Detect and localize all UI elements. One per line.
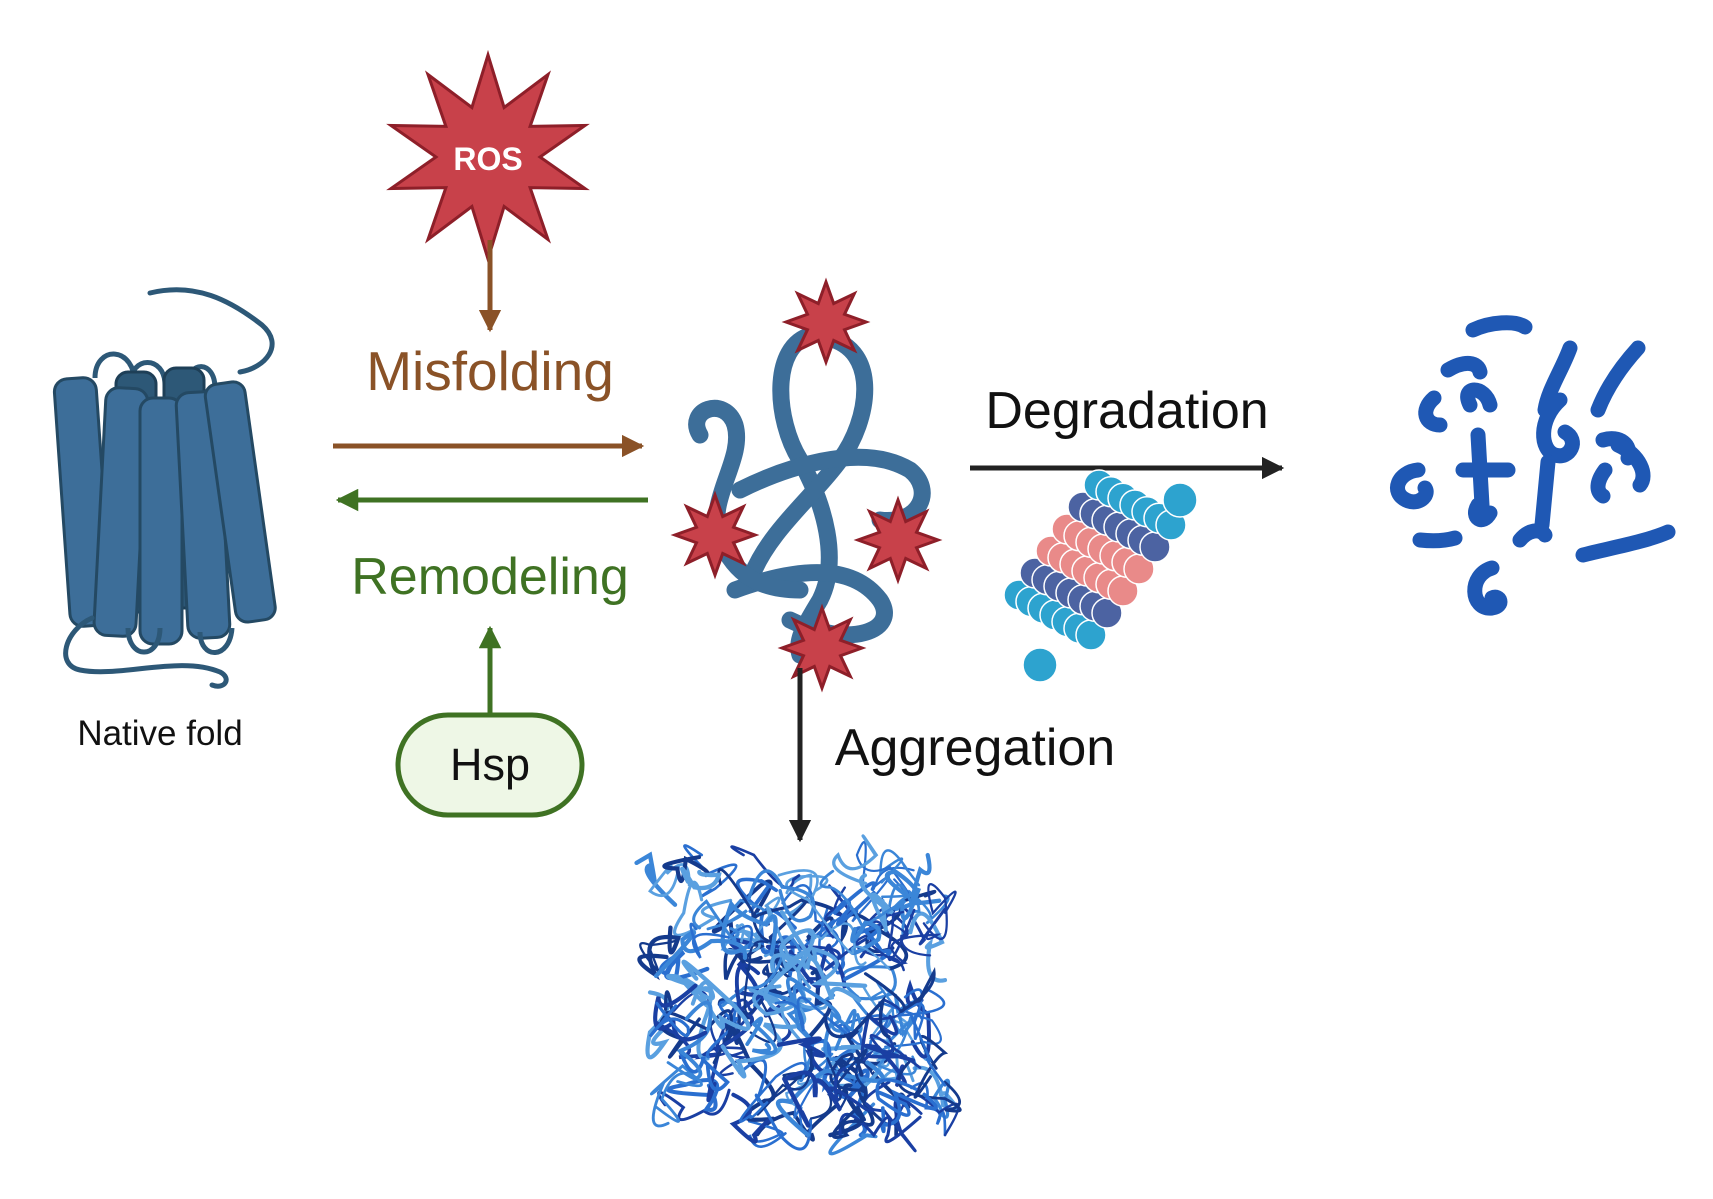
aggregate-fiber xyxy=(826,1048,868,1101)
aggregate-fiber xyxy=(770,953,862,1003)
native-fold-label: Native fold xyxy=(77,714,242,753)
aggregate-fiber xyxy=(776,1036,837,1076)
aggregate-fiber xyxy=(683,844,738,898)
aggregate-fiber xyxy=(678,1049,730,1092)
aggregate-fiber xyxy=(865,889,937,954)
aggregate-fiber xyxy=(736,877,778,913)
aggregate-fiber xyxy=(805,897,891,970)
aggregate-fiber xyxy=(729,1092,774,1144)
oxidative-damage-stars xyxy=(670,277,943,693)
aggregate-fiber xyxy=(665,973,716,1006)
aggregate-fiber xyxy=(897,1060,962,1113)
aggregate-fiber xyxy=(634,851,678,907)
hsp-label: Hsp xyxy=(450,739,530,790)
proteasome-bead xyxy=(1022,647,1058,683)
aggregation-label: Aggregation xyxy=(835,719,1115,777)
aggregate-fiber xyxy=(785,976,856,1062)
aggregate-fiber xyxy=(747,869,816,923)
hsp-box xyxy=(395,712,585,818)
aggregate-fiber xyxy=(653,930,748,979)
aggregate-fiber xyxy=(756,1048,813,1116)
degradation-label: Degradation xyxy=(985,382,1268,440)
aggregate-fiber xyxy=(745,1016,778,1055)
aggregate-fiber xyxy=(850,920,882,956)
aggregate-fiber xyxy=(655,1071,703,1123)
tangled-fiber-aggregate-icon xyxy=(634,834,962,1156)
aggregate-fiber xyxy=(739,1061,807,1123)
aggregate-fiber xyxy=(676,1000,713,1081)
remodeling-label: Remodeling xyxy=(351,548,629,606)
aggregate-fiber xyxy=(922,883,957,941)
aggregate-fiber xyxy=(681,959,751,1031)
aggregate-fiber xyxy=(779,910,867,988)
peptide-fragments-icon xyxy=(1390,315,1676,616)
proteasome-bead xyxy=(1162,482,1198,518)
aggregate-fiber xyxy=(781,884,840,953)
aggregate-fiber xyxy=(886,883,921,937)
aggregate-fiber xyxy=(763,928,816,1004)
aggregate-fiber xyxy=(689,922,754,959)
aggregate-fiber xyxy=(903,988,947,1087)
tangled-chain-icon xyxy=(670,277,943,693)
aggregate-fiber xyxy=(720,899,778,957)
aggregate-fiber xyxy=(743,940,777,1044)
aggregate-fiber xyxy=(863,966,936,1014)
aggregate-fiber xyxy=(879,849,921,887)
aggregate-fiber xyxy=(832,834,879,886)
aggregate-fiber xyxy=(895,988,946,1041)
aggregate-fiber xyxy=(838,1113,922,1144)
aggregate-fiber xyxy=(870,907,947,965)
aggregate-fiber xyxy=(680,866,722,891)
damage-star-1 xyxy=(781,277,871,367)
ros-label: ROS xyxy=(453,141,522,177)
aggregate-fiber xyxy=(819,869,906,929)
damage-star-3 xyxy=(853,495,943,585)
aggregate-fiber xyxy=(648,1001,690,1038)
aggregate-fiber xyxy=(908,911,948,983)
aggregate-fiber xyxy=(662,855,710,883)
aggregate-fiber xyxy=(858,873,895,933)
aggregate-fiber xyxy=(720,896,781,953)
aggregate-fiber xyxy=(875,1078,918,1117)
aggregate-fiber xyxy=(827,1066,875,1113)
aggregate-fiber xyxy=(637,925,682,981)
aggregate-fiber xyxy=(748,984,785,1017)
proteasome-icon xyxy=(1003,469,1198,683)
damage-star-4 xyxy=(777,603,867,693)
misfolding-label: Misfolding xyxy=(366,340,614,402)
transmembrane-helix-bundle-icon xyxy=(52,287,277,689)
aggregate-fiber xyxy=(831,1104,866,1139)
aggregate-fiber xyxy=(692,899,740,943)
aggregate-fiber xyxy=(828,1102,878,1156)
aggregate-fiber xyxy=(781,1070,842,1128)
damage-star-2 xyxy=(670,490,760,580)
aggregate-fiber xyxy=(823,995,891,1041)
